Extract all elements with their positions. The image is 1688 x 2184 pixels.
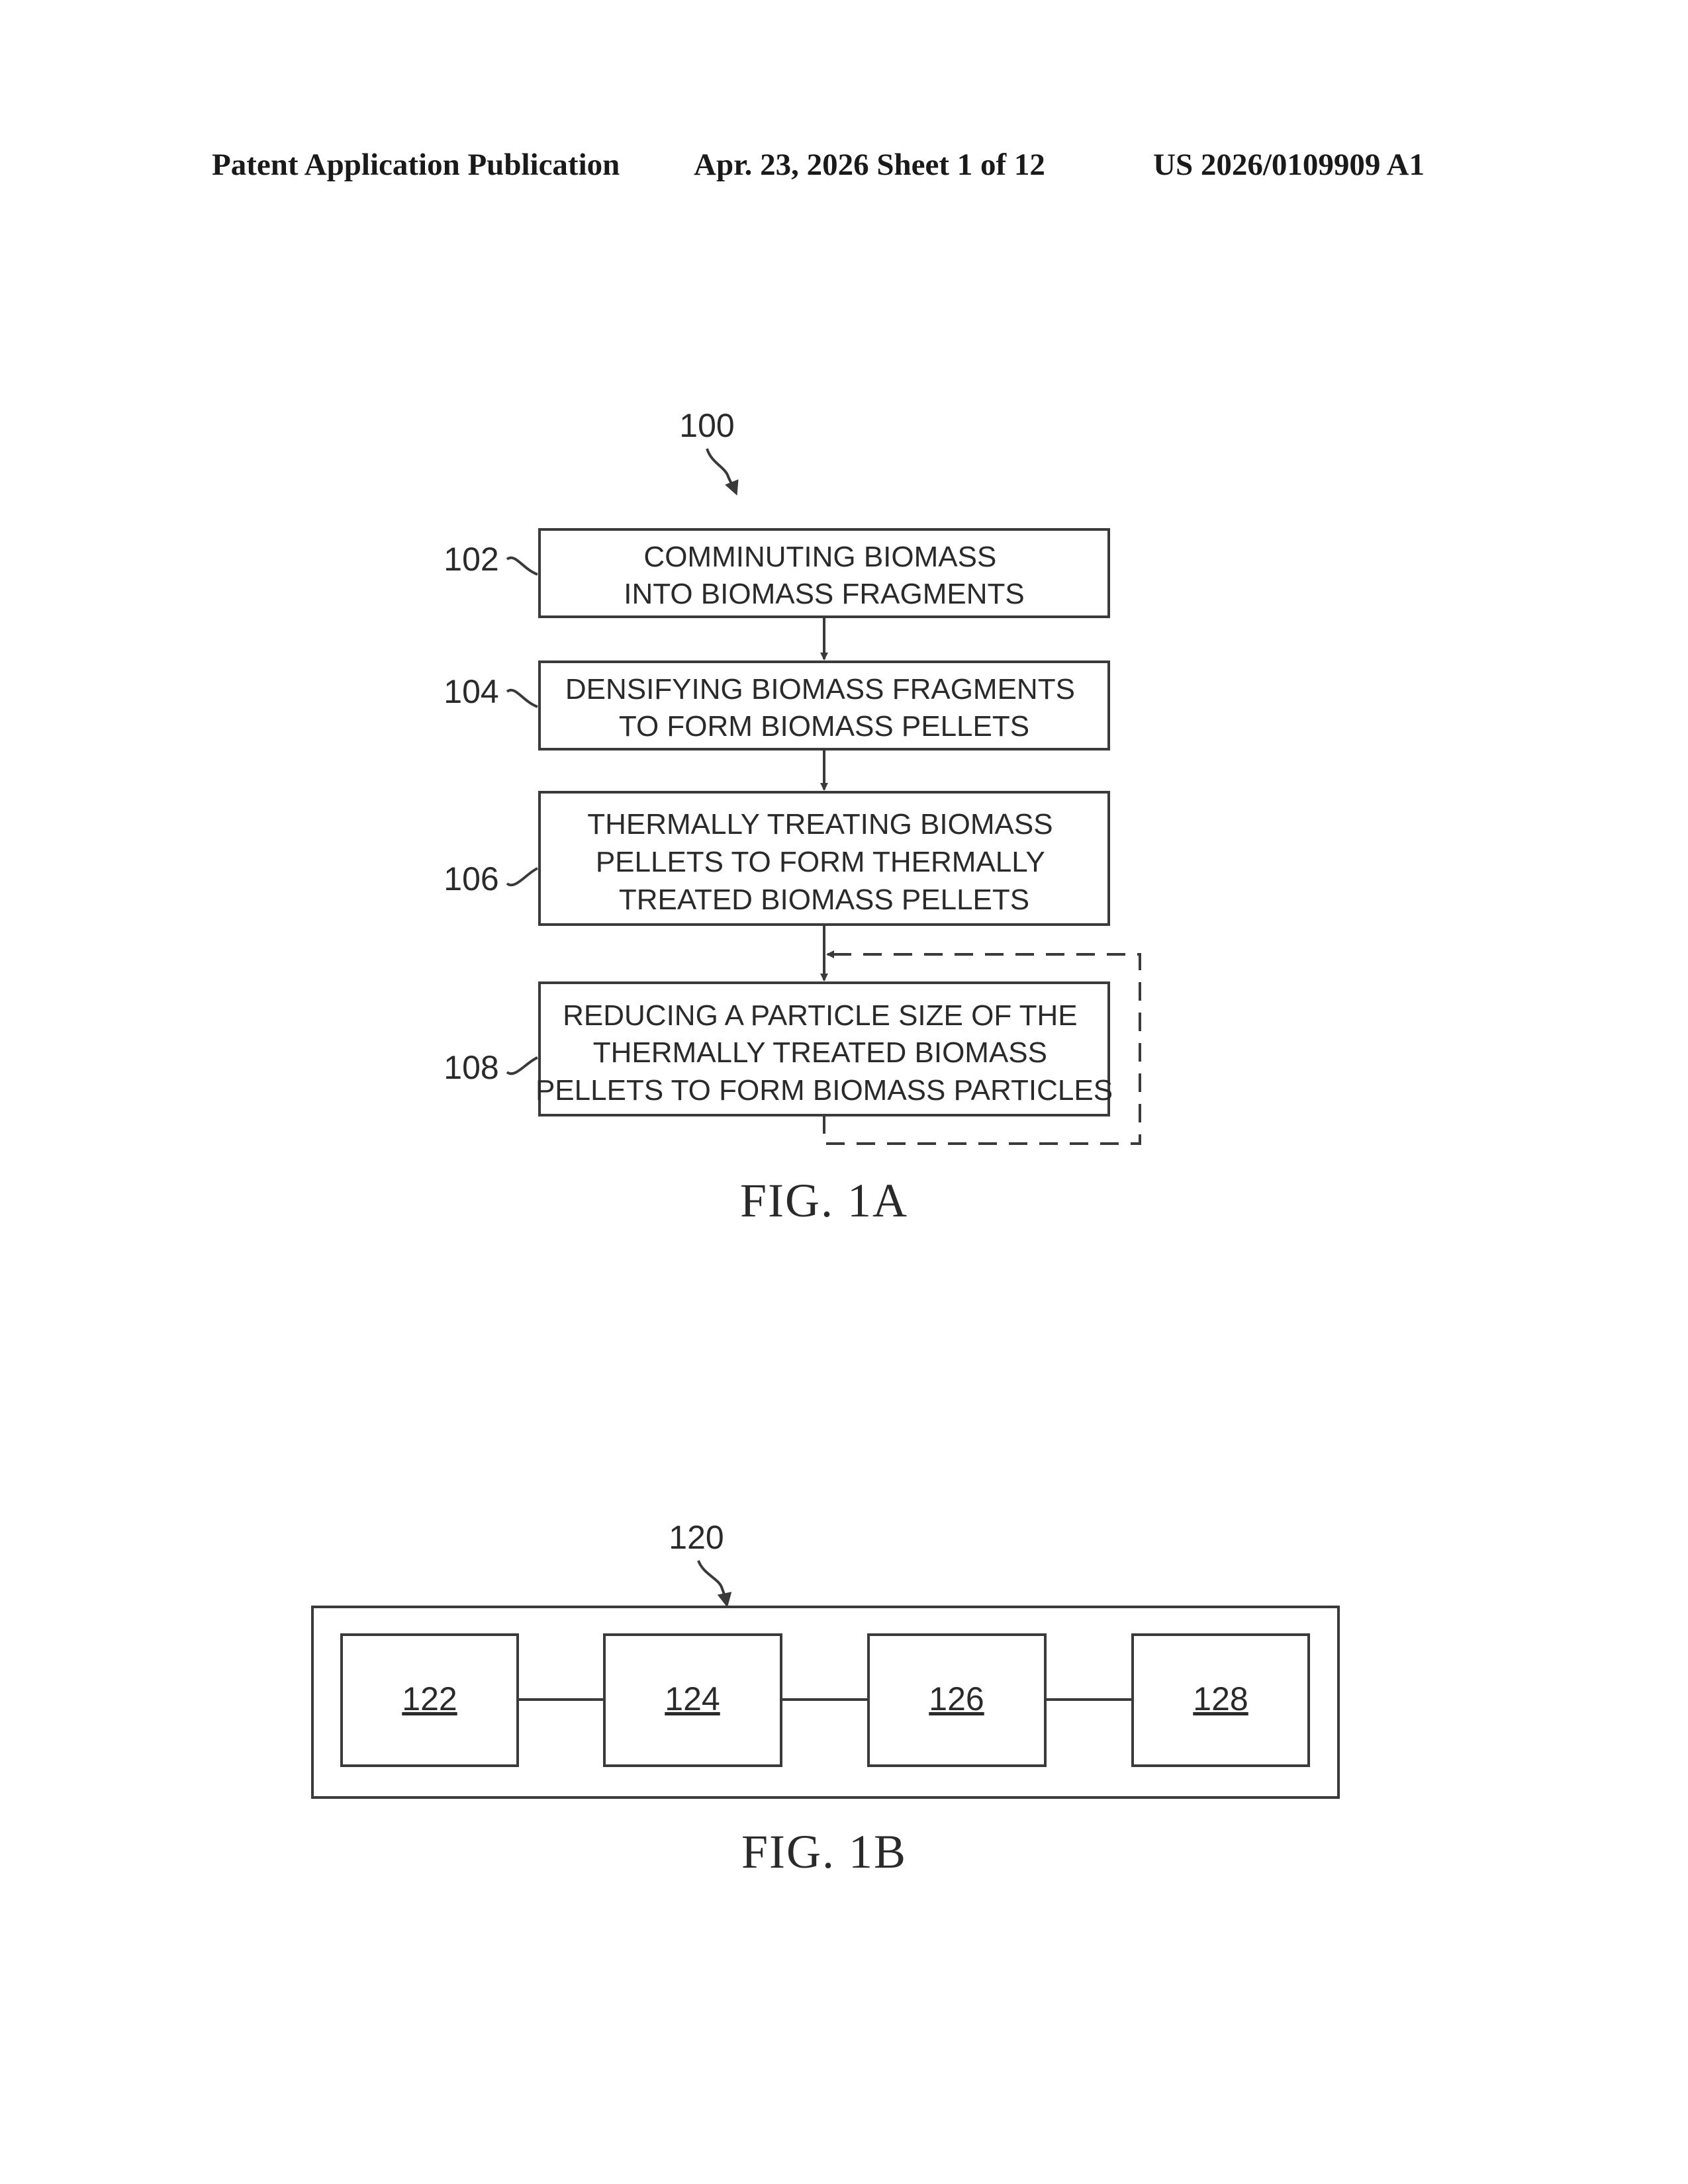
system-ref-label: 120 (669, 1519, 724, 1556)
step-ref-108: 108 (444, 1049, 498, 1086)
component-label-124: 124 (665, 1680, 720, 1717)
method-ref-label: 100 (679, 407, 734, 444)
system-ref-arrow (698, 1561, 727, 1605)
step-ref-leader-106 (507, 868, 538, 885)
step-ref-leader-108 (507, 1058, 538, 1073)
step-ref-leader-104 (507, 690, 538, 707)
step-ref-102: 102 (444, 541, 498, 578)
step-ref-leader-102 (507, 558, 538, 574)
component-label-122: 122 (402, 1680, 457, 1717)
figure-1a-caption: FIG. 1A (740, 1174, 908, 1227)
step-ref-104: 104 (444, 673, 498, 710)
step-ref-106: 106 (444, 860, 498, 897)
figure-1b: 120 122 124 126 128 FIG. 1B (312, 1519, 1338, 1878)
component-label-126: 126 (929, 1680, 984, 1717)
step-text-108: REDUCING A PARTICLE SIZE OF THE THERMALL… (536, 999, 1113, 1107)
method-ref-arrow (707, 449, 736, 493)
figure-1a: 100 COMMINUTING BIOMASS INTO BIOMASS FRA… (444, 407, 1140, 1227)
component-label-128: 128 (1193, 1680, 1248, 1717)
figure-1b-caption: FIG. 1B (741, 1825, 907, 1878)
step-text-106: THERMALLY TREATING BIOMASS PELLETS TO FO… (587, 808, 1061, 916)
